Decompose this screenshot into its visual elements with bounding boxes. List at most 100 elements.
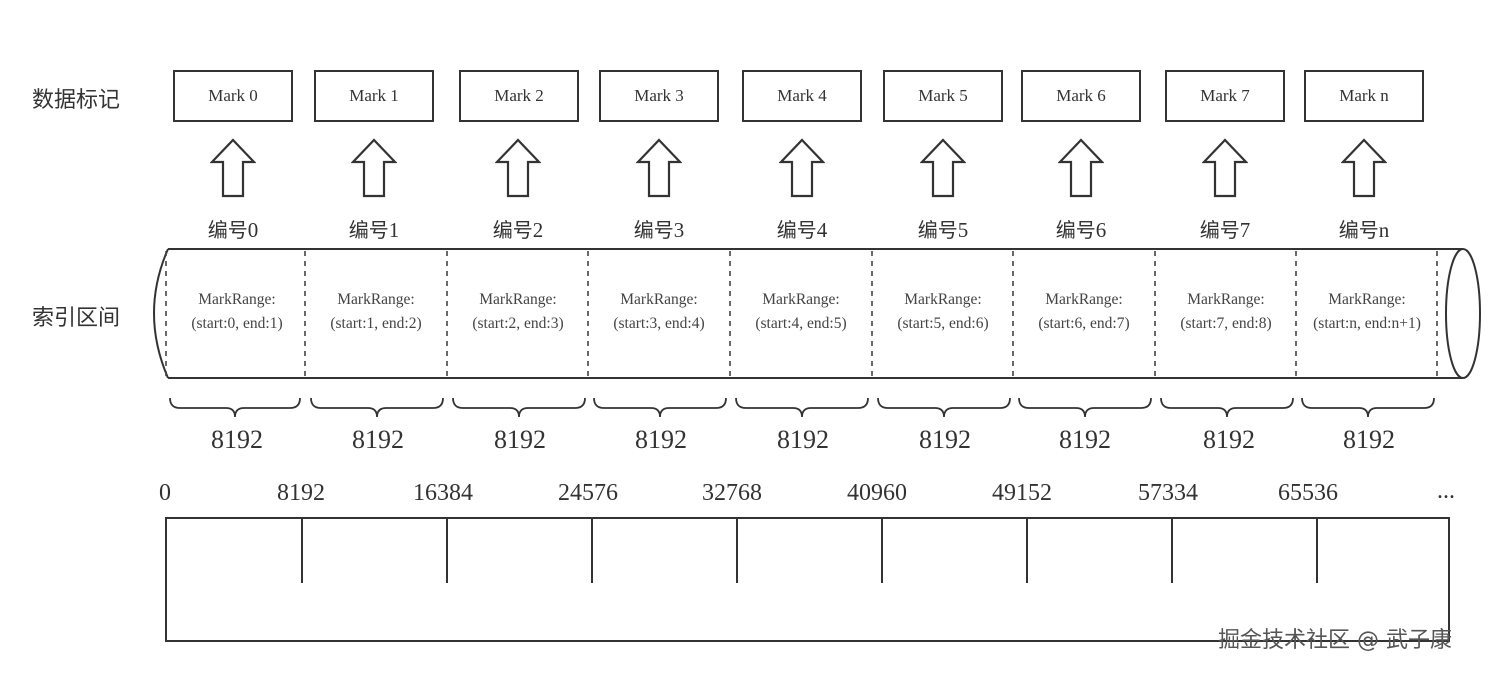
mark-range-detail: (start:0, end:1) bbox=[191, 315, 283, 332]
row-label-marks: 数据标记 bbox=[32, 88, 121, 113]
row-offset-label: 0 bbox=[159, 480, 171, 506]
granule-size-label: 8192 bbox=[352, 425, 404, 454]
row-offset-ellipsis: ... bbox=[1437, 478, 1455, 504]
mark-range-detail: (start:1, end:2) bbox=[330, 315, 422, 332]
mark-number-id: 7 bbox=[1239, 218, 1251, 242]
row-offset-label: 8192 bbox=[277, 480, 325, 506]
curly-brace bbox=[452, 397, 586, 418]
mark-number-prefix: 编号 bbox=[207, 218, 248, 242]
mark-box: Mark n bbox=[1304, 70, 1424, 122]
mark-number-prefix: 编号 bbox=[348, 218, 389, 242]
mark-range-detail: (start:3, end:4) bbox=[613, 315, 705, 332]
mark-number-id: 6 bbox=[1095, 218, 1107, 242]
up-arrow-icon bbox=[495, 138, 541, 198]
index-cylinder bbox=[153, 248, 1481, 379]
up-arrow-icon bbox=[779, 138, 825, 198]
mark-number-id: 1 bbox=[388, 218, 400, 242]
granule-size-label: 8192 bbox=[211, 425, 263, 454]
row-label-ranges: 索引区间 bbox=[32, 306, 121, 331]
granule-size-label: 8192 bbox=[777, 425, 829, 454]
mark-range-cell: MarkRange: (start:7, end:8) bbox=[1155, 288, 1297, 336]
mark-box: Mark 1 bbox=[314, 70, 434, 122]
mark-range-title: MarkRange: bbox=[620, 291, 698, 308]
up-arrow-icon bbox=[210, 138, 256, 198]
mark-range-title: MarkRange: bbox=[1045, 291, 1123, 308]
mark-number-label: 编号0 bbox=[173, 214, 293, 243]
mark-range-detail: (start:n, end:n+1) bbox=[1313, 315, 1421, 332]
mark-range-detail: (start:5, end:6) bbox=[897, 315, 989, 332]
mark-number-id: 3 bbox=[673, 218, 685, 242]
mark-range-title: MarkRange: bbox=[1328, 291, 1406, 308]
mark-number-prefix: 编号 bbox=[776, 218, 817, 242]
granule-size-label: 8192 bbox=[494, 425, 546, 454]
up-arrow-icon bbox=[1341, 138, 1387, 198]
mark-box: Mark 3 bbox=[599, 70, 719, 122]
mark-number-label: 编号6 bbox=[1021, 214, 1141, 243]
mark-range-cell: MarkRange: (start:5, end:6) bbox=[872, 288, 1014, 336]
mark-number-prefix: 编号 bbox=[1338, 218, 1379, 242]
mark-range-detail: (start:6, end:7) bbox=[1038, 315, 1130, 332]
mark-range-title: MarkRange: bbox=[1187, 291, 1265, 308]
mark-number-label: 编号7 bbox=[1165, 214, 1285, 243]
mark-range-title: MarkRange: bbox=[762, 291, 840, 308]
granule-size-label: 8192 bbox=[1203, 425, 1255, 454]
mark-number-id: 5 bbox=[957, 218, 969, 242]
mark-range-detail: (start:4, end:5) bbox=[755, 315, 847, 332]
watermark: 掘金技术社区 @ 武子康 bbox=[1218, 628, 1452, 653]
mark-range-title: MarkRange: bbox=[479, 291, 557, 308]
offset-bar-frame bbox=[165, 517, 1450, 642]
mark-range-detail: (start:2, end:3) bbox=[472, 315, 564, 332]
up-arrow-icon bbox=[1058, 138, 1104, 198]
mark-range-cell: MarkRange: (start:4, end:5) bbox=[730, 288, 872, 336]
row-offset-label: 49152 bbox=[992, 480, 1052, 506]
mark-box: Mark 7 bbox=[1165, 70, 1285, 122]
row-offset-label: 57334 bbox=[1138, 480, 1198, 506]
mark-number-prefix: 编号 bbox=[492, 218, 533, 242]
curly-brace bbox=[310, 397, 444, 418]
mark-number-prefix: 编号 bbox=[633, 218, 674, 242]
mark-range-cell: MarkRange: (start:6, end:7) bbox=[1013, 288, 1155, 336]
row-offset-label: 65536 bbox=[1278, 480, 1338, 506]
up-arrow-icon bbox=[1202, 138, 1248, 198]
mark-range-cell: MarkRange: (start:n, end:n+1) bbox=[1296, 288, 1438, 336]
curly-brace bbox=[1301, 397, 1435, 418]
mark-box: Mark 0 bbox=[173, 70, 293, 122]
curly-brace bbox=[169, 397, 301, 418]
row-offset-bar bbox=[165, 517, 1450, 642]
mark-box: Mark 6 bbox=[1021, 70, 1141, 122]
mark-number-id: n bbox=[1378, 218, 1390, 242]
granule-size-label: 8192 bbox=[1059, 425, 1111, 454]
curly-brace bbox=[1018, 397, 1152, 418]
mark-number-label: 编号n bbox=[1304, 214, 1424, 243]
mark-range-cell: MarkRange: (start:3, end:4) bbox=[588, 288, 730, 336]
row-offset-label: 40960 bbox=[847, 480, 907, 506]
mark-number-prefix: 编号 bbox=[917, 218, 958, 242]
row-offset-label: 24576 bbox=[558, 480, 618, 506]
granule-size-label: 8192 bbox=[1343, 425, 1395, 454]
mark-number-label: 编号1 bbox=[314, 214, 434, 243]
mark-number-prefix: 编号 bbox=[1055, 218, 1096, 242]
mark-range-title: MarkRange: bbox=[904, 291, 982, 308]
mark-number-prefix: 编号 bbox=[1199, 218, 1240, 242]
mark-number-label: 编号3 bbox=[599, 214, 719, 243]
mark-box: Mark 5 bbox=[883, 70, 1003, 122]
mark-range-title: MarkRange: bbox=[198, 291, 276, 308]
cylinder-separators bbox=[165, 251, 1438, 376]
mark-range-cell: MarkRange: (start:2, end:3) bbox=[447, 288, 589, 336]
mark-range-cell: MarkRange:(start:1, end:2) bbox=[305, 288, 447, 336]
up-arrow-icon bbox=[636, 138, 682, 198]
mark-number-id: 2 bbox=[532, 218, 544, 242]
cylinder-left-cap bbox=[153, 248, 169, 379]
up-arrow-icon bbox=[920, 138, 966, 198]
mark-number-id: 0 bbox=[247, 218, 259, 242]
up-arrow-icon bbox=[351, 138, 397, 198]
mark-number-label: 编号2 bbox=[458, 214, 578, 243]
curly-brace bbox=[1160, 397, 1294, 418]
curly-brace bbox=[877, 397, 1011, 418]
curly-brace bbox=[735, 397, 869, 418]
mark-range-detail: (start:7, end:8) bbox=[1180, 315, 1272, 332]
mark-number-id: 4 bbox=[816, 218, 828, 242]
row-offset-label: 32768 bbox=[702, 480, 762, 506]
row-offset-label: 16384 bbox=[413, 480, 473, 506]
